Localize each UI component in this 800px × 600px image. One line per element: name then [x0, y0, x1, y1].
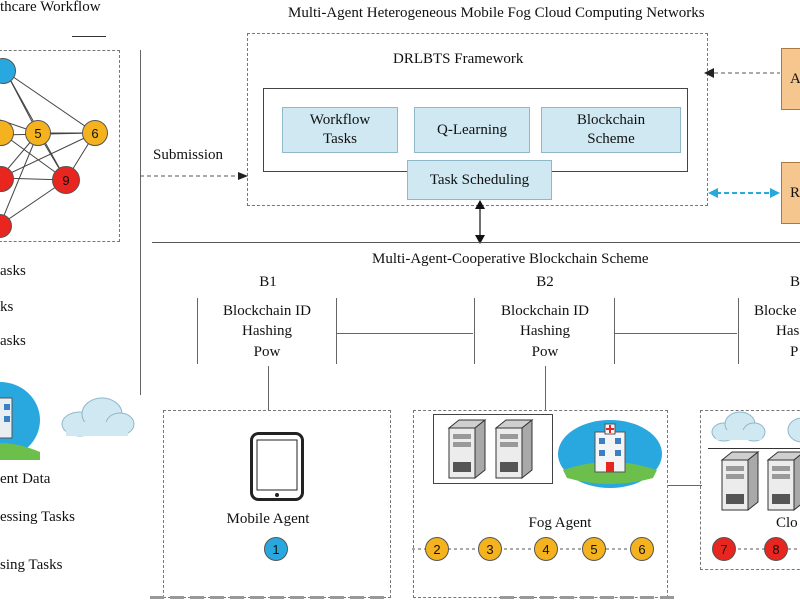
left-divider [140, 50, 141, 395]
fog-hospital-icon [558, 420, 662, 488]
fog-task-3: 3 [478, 537, 502, 561]
left-hospital-icon [0, 382, 40, 460]
submission-label: Submission [153, 147, 224, 163]
block-b2-connector [545, 366, 546, 410]
workflow-graph-edges [0, 71, 96, 226]
block-b1-line-2: Hashing [242, 323, 292, 339]
chain-link-b2-b3 [615, 333, 737, 334]
fog-task-chain [412, 548, 634, 550]
workflow-title: thcare Workflow [0, 0, 101, 15]
cloud-agent-label: Clo [776, 515, 798, 531]
block-b2-id: B2 [536, 274, 554, 290]
cloud-server-icon-1 [720, 450, 760, 512]
blockchain-scheme-title: Multi-Agent-Cooperative Blockchain Schem… [372, 251, 649, 267]
right-orange-box-bottom [781, 162, 800, 224]
legend-line-6: sing Tasks [0, 557, 63, 573]
block-b2-right-bracket [614, 298, 615, 364]
legend-line-4: ent Data [0, 471, 51, 487]
block-b2-line-2: Hashing [520, 323, 570, 339]
block-b3-line-2: Has [776, 323, 800, 339]
mobile-task-1: 1 [264, 537, 288, 561]
block-b1-id: B1 [259, 274, 277, 290]
q-learning-box: Q-Learning [414, 107, 530, 153]
block-b2-left-bracket [474, 298, 475, 364]
workflow-title-underline [72, 36, 106, 37]
right-input-arrow [704, 68, 780, 78]
main-separator [152, 242, 800, 243]
block-b3-line-1: Blocke [754, 303, 797, 319]
block-b2-line-1: Blockchain ID [501, 303, 589, 319]
tablet-icon [250, 432, 304, 501]
workflow-tasks-box: Workflow Tasks [282, 107, 398, 153]
block-b1-line-3: Pow [253, 344, 281, 360]
right-box-top-label: A [790, 71, 800, 87]
framework-blockchain-arrow [475, 200, 485, 244]
blockchain-scheme-box: Blockchain Scheme [541, 107, 681, 153]
legend-line-5: essing Tasks [0, 509, 75, 525]
bottom-strip-right [500, 596, 680, 599]
workflow-graph-panel [0, 50, 120, 242]
fog-task-4: 4 [534, 537, 558, 561]
cloud-task-8: 8 [764, 537, 788, 561]
fog-task-6: 6 [630, 537, 654, 561]
right-box-bottom-label: R [790, 185, 800, 201]
submission-arrow [140, 172, 248, 180]
fog-task-5: 5 [582, 537, 606, 561]
cloud-icon-right [787, 417, 800, 443]
chain-link-b1-b2 [337, 333, 473, 334]
bottom-strip-left [150, 596, 390, 599]
block-b3-line-3: P [790, 344, 799, 360]
fog-task-2: 2 [425, 537, 449, 561]
fog-servers-frame [433, 414, 553, 484]
cloud-agent-panel [700, 410, 800, 570]
graph-node-5: 5 [25, 120, 51, 146]
fog-agent-label: Fog Agent [528, 515, 592, 531]
graph-node-6: 6 [82, 120, 108, 146]
fog-cloud-link-top [668, 485, 702, 486]
block-b3-id: B [790, 274, 800, 290]
block-b1-line-1: Blockchain ID [223, 303, 311, 319]
cloud-frame-top [708, 448, 800, 449]
fog-server-icon-2 [494, 418, 534, 480]
block-b1-right-bracket [336, 298, 337, 364]
cloud-task-7: 7 [712, 537, 736, 561]
legend-line-3: asks [0, 333, 26, 349]
cloud-icon-left [711, 411, 766, 442]
block-b3-left-bracket [738, 298, 739, 364]
cloud-task-chain [738, 548, 800, 550]
left-cloud-icon [61, 397, 135, 437]
task-scheduling-box: Task Scheduling [407, 160, 552, 200]
cloud-server-icon-2 [766, 451, 800, 512]
legend-line-1: asks [0, 263, 26, 279]
mobile-agent-label: Mobile Agent [226, 511, 310, 527]
networks-title: Multi-Agent Heterogeneous Mobile Fog Clo… [288, 5, 705, 21]
legend-line-2: ks [0, 299, 14, 315]
block-b1-connector [268, 366, 269, 410]
right-bidirectional-arrow [708, 188, 780, 198]
right-orange-box-top [781, 48, 800, 110]
fog-server-icon-1 [447, 418, 487, 480]
framework-title: DRLBTS Framework [393, 51, 524, 67]
graph-node-9: 9 [52, 166, 80, 194]
block-b1-left-bracket [197, 298, 198, 364]
block-b2-line-3: Pow [531, 344, 559, 360]
